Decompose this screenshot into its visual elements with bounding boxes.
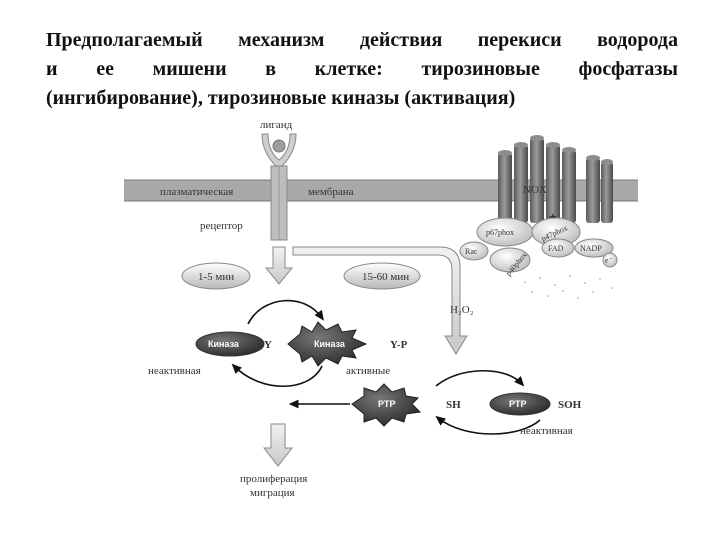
ptp-reduction-arrow (435, 415, 541, 435)
electron-icon (602, 252, 618, 268)
slide-title: Предполагаемый механизм действия перекис… (46, 26, 678, 113)
fad-subunit (541, 238, 575, 258)
outcome-migration: миграция (250, 487, 295, 499)
receptor-icon (261, 133, 297, 241)
electron-label: e⁻ (605, 256, 613, 265)
kinase-inactivation-arrow (231, 363, 323, 387)
rac-label: Rac (465, 247, 478, 256)
ptp-active-node (351, 383, 422, 427)
kinase-activation-arrow (247, 299, 324, 325)
ligand-label: лиганд (260, 119, 293, 131)
membrane-label-left: плазматическая (160, 186, 233, 198)
nadp-subunit (574, 238, 614, 258)
kinase-inactive-node (195, 331, 265, 357)
p67-label: p67phox (486, 228, 514, 237)
tyr-label: Y (264, 339, 272, 351)
kinase-active-label: Киназа (314, 339, 346, 349)
fad-label: FAD (548, 244, 564, 253)
outcome-proliferation: пролиферация (240, 473, 307, 485)
membrane-label-right: мембрана (308, 186, 354, 198)
title-line-1: Предполагаемый механизм действия перекис… (46, 29, 678, 51)
nadp-label: NADP (580, 244, 602, 253)
ptp-oxidation-arrow (435, 369, 525, 387)
kinase-inactive-caption: неактивная (148, 365, 201, 377)
nox-complex (498, 135, 613, 223)
soh-label: SOH (558, 399, 582, 411)
time-slow-label: 15-60 мин (362, 271, 409, 283)
kinase-active-caption: активные (346, 365, 390, 377)
kinase-active-node (287, 321, 368, 367)
ptp-active-label: PTP (378, 399, 396, 409)
ptp-inactive-node (489, 392, 551, 416)
title-line-3: (ингибирование), тирозиновые киназы (акт… (46, 87, 516, 109)
output-down-arrow (262, 423, 294, 467)
receptor-down-arrow (264, 246, 294, 285)
receptor-label: рецептор (200, 220, 243, 232)
h2o2-label: H₂O₂ (450, 304, 474, 316)
time-fast-label: 1-5 мин (198, 271, 234, 283)
time-fast-badge (181, 262, 251, 290)
tyr-p-label: Y-P (390, 339, 408, 351)
kinase-inactive-label: Киназа (208, 339, 240, 349)
ptp-inactive-caption: неактивная (520, 425, 573, 437)
h2o2-path-arrow (292, 246, 468, 355)
rac-subunit (459, 241, 489, 261)
title-line-2: и ее мишени в клетке: тирозиновые фосфат… (46, 58, 678, 80)
sh-label: SH (446, 399, 461, 411)
time-slow-badge (343, 262, 421, 290)
nox-label: NOX (523, 184, 547, 196)
p40-subunit (489, 247, 531, 273)
stipple-texture (524, 275, 613, 299)
ptp-inactive-label: PTP (509, 399, 527, 409)
